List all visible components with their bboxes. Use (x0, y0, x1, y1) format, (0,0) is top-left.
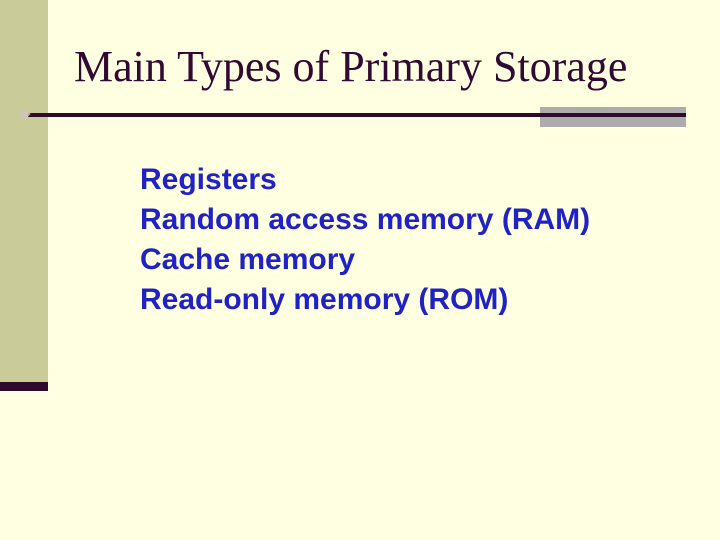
bullet-item: Cache memory (140, 243, 356, 276)
slide-title: Main Types of Primary Storage (74, 42, 628, 91)
title-underline (28, 113, 686, 117)
bullet-item: Registers (140, 163, 277, 196)
bullet-item: Read-only memory (ROM) (140, 283, 509, 316)
bullet-item: Random access memory (RAM) (140, 203, 591, 236)
left-band-bottom-bar (0, 382, 48, 391)
left-accent-band (0, 0, 48, 382)
bullet-list: Registers Random access memory (RAM) Cac… (140, 160, 590, 320)
title-underline-gray-segment (540, 107, 686, 127)
